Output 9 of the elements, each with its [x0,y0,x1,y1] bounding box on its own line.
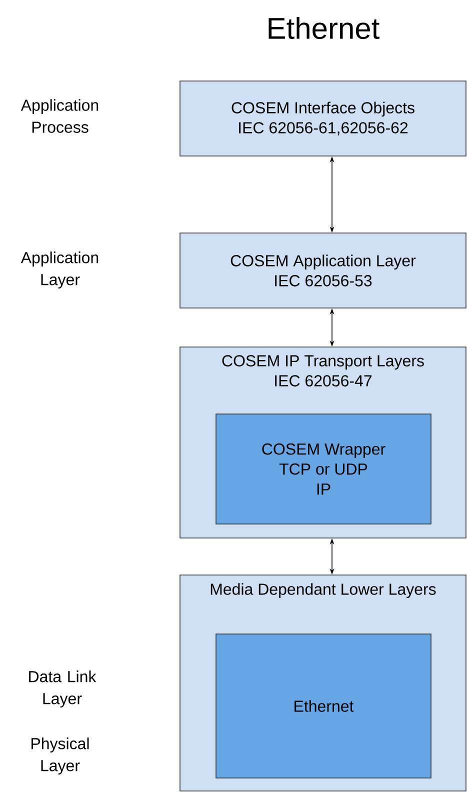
layer-label: Application Layer [20,252,98,288]
layer-label: Physical Layer [32,738,89,774]
inner-box: Ethernet [216,634,432,778]
layer-label: Application Process [20,99,98,133]
inner-box: COSEM Wrapper TCP or UDP IP [216,414,432,524]
layer-box: COSEM Interface Objects IEC 62056-61,62056-62 [180,80,466,156]
layer-box: COSEM Application Layer IEC 62056-53 [180,232,466,308]
title: Ethernet [268,17,380,40]
layer-label: Data Link Layer [29,670,96,708]
